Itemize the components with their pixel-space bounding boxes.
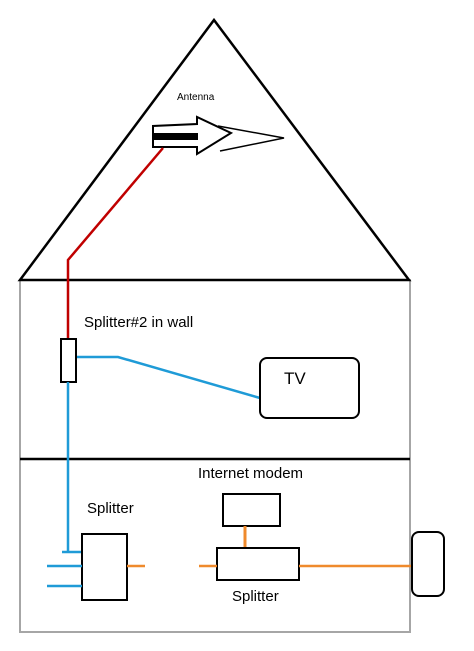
antenna-cable bbox=[66, 147, 164, 342]
tv-box bbox=[259, 357, 360, 419]
tv-label: TV bbox=[284, 369, 306, 388]
antenna-icon bbox=[152, 115, 285, 156]
external-service-box bbox=[411, 531, 445, 597]
splitter-right-box bbox=[216, 547, 300, 581]
splitter-left-box bbox=[81, 533, 128, 601]
splitter-2-box bbox=[60, 338, 77, 383]
roof-attic bbox=[17, 17, 412, 282]
splitter-right-label: Splitter bbox=[232, 588, 279, 605]
tv-cable bbox=[77, 355, 261, 400]
house-walls bbox=[19, 279, 411, 633]
modem-box bbox=[222, 493, 281, 527]
modem-label: Internet modem bbox=[198, 465, 303, 482]
antenna-label: Antenna bbox=[177, 92, 215, 103]
splitter-left-label: Splitter bbox=[87, 500, 134, 517]
splitter-2-label: Splitter#2 in wall bbox=[84, 314, 193, 331]
